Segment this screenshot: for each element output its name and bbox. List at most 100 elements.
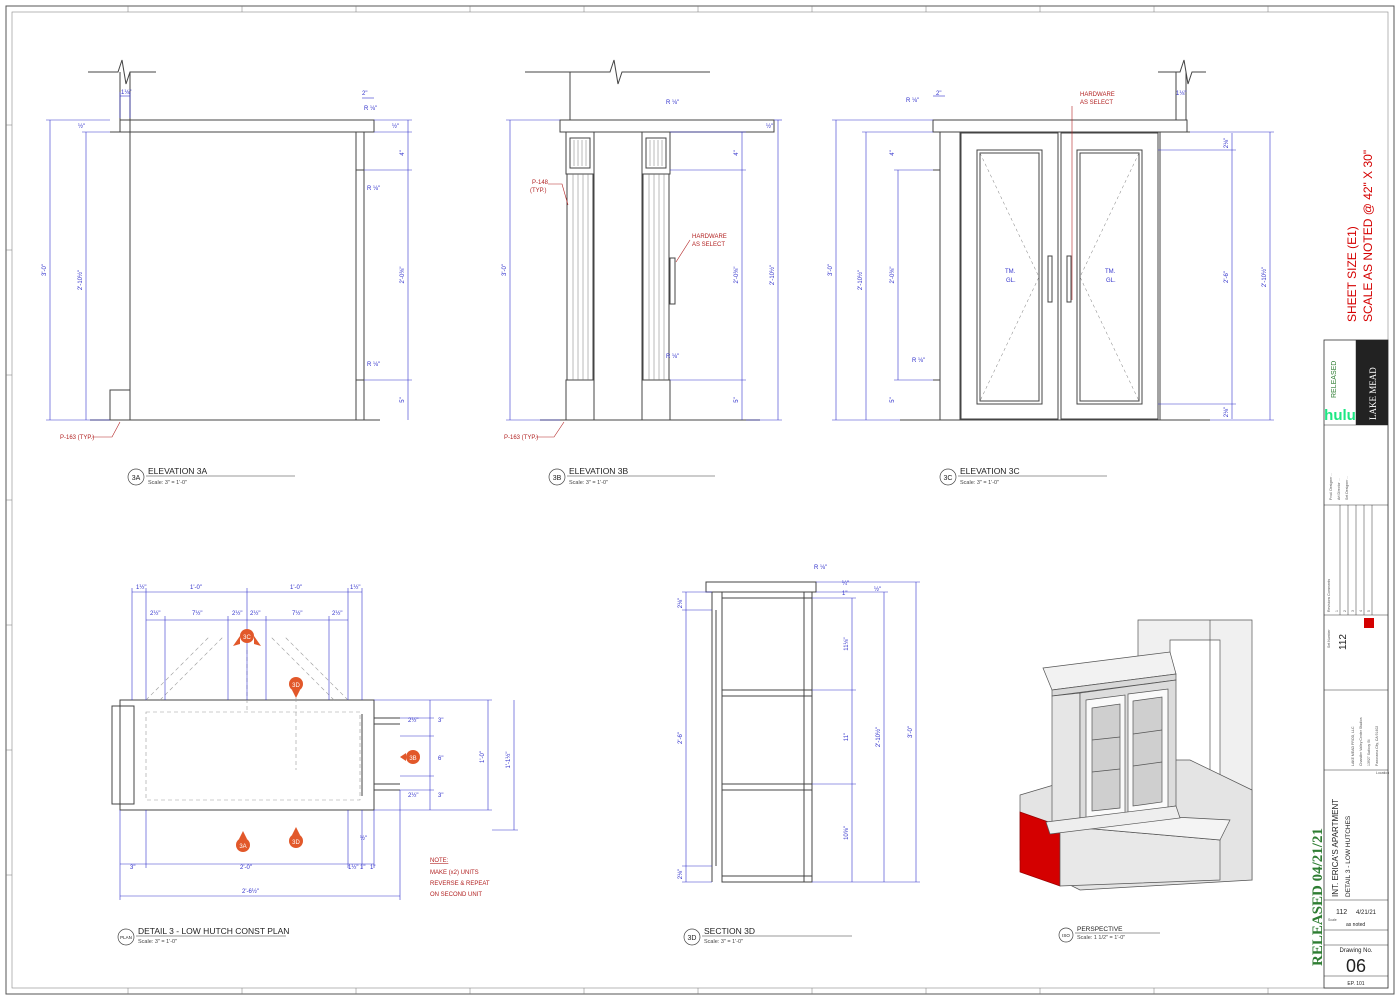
plan-sub-3: 2½" bbox=[232, 610, 242, 617]
plan-r-4: 3" bbox=[438, 793, 443, 799]
elevation-3b: 3'-0" 2'-10½" 2'-0⅜" 4" 5" ½" R ⅛" R ⅛" … bbox=[502, 59, 782, 486]
e3a-view-tag: 3A bbox=[132, 475, 141, 482]
e3b-leader-hw bbox=[675, 239, 691, 263]
plan-view-scale: Scale: 3" = 1'-0" bbox=[138, 939, 177, 945]
elevation-3a-linework bbox=[88, 59, 380, 421]
e3c-callout-hw-1: HARDWARE bbox=[1080, 92, 1115, 98]
tb-sheet-code: EP. 101 bbox=[1347, 981, 1364, 987]
tb-rev-3: 3 bbox=[1351, 610, 1355, 612]
elevation-3a-dimensions bbox=[46, 92, 412, 421]
e3b-rad-1: R ⅛" bbox=[666, 100, 679, 106]
sec-mid-2: 11" bbox=[844, 733, 850, 741]
tb-credit-3: Set Designer ... bbox=[1345, 476, 1349, 500]
tb-scale-label: Scale bbox=[1328, 918, 1337, 922]
plan-dimensions bbox=[119, 588, 518, 900]
plan-b-4: 1" bbox=[360, 865, 365, 871]
section-3d-linework bbox=[705, 581, 817, 883]
e3c-rad-1: R ⅛" bbox=[906, 98, 919, 104]
plan-b-2: 2'-0" bbox=[240, 865, 252, 871]
tb-drawing-label: Drawing No. bbox=[1339, 948, 1372, 954]
plan-marker-3c: 3C bbox=[233, 629, 261, 646]
plan-view-bubble bbox=[117, 928, 135, 946]
plan-marker-3b: 3B bbox=[400, 750, 420, 764]
perspective-hutch bbox=[1042, 651, 1181, 835]
e3a-dim-4: 4" bbox=[400, 150, 406, 155]
e3b-dim-top: ½" bbox=[766, 123, 773, 130]
e3c-glass-1a: TM. bbox=[1005, 269, 1016, 275]
e3b-view-tag: 3B bbox=[553, 475, 562, 482]
tb-rev-2: 2 bbox=[1343, 610, 1347, 612]
tb-rev-5: 5 bbox=[1367, 610, 1371, 612]
sec-mid-1: 11⅛" bbox=[844, 637, 850, 650]
plan-note-2: REVERSE & REPEAT bbox=[430, 881, 490, 887]
e3c-dim-inner-r: 2'-10½" bbox=[1261, 267, 1268, 287]
sec-view-tag: 3D bbox=[688, 935, 697, 942]
tb-rev-label: Revisions Comments bbox=[1327, 579, 1331, 612]
sec-left-2: 2'-6" bbox=[678, 732, 684, 744]
e3a-callout-p163: P-163 (TYP.) bbox=[60, 435, 94, 441]
tb-credit-1: Prod. Designer ... bbox=[1329, 473, 1333, 500]
elevation-3b-linework bbox=[525, 59, 775, 421]
plan-sub-5: 7½" bbox=[292, 610, 302, 617]
tb-prod-1: LAKE MEAD PROD, LLC bbox=[1351, 726, 1355, 766]
e3c-glass-1b: GL. bbox=[1006, 278, 1016, 284]
e3b-leader-p163 bbox=[536, 421, 565, 438]
e3c-dim-208: 2'-0⅜" bbox=[890, 267, 896, 284]
e3b-view-scale: Scale: 3" = 1'-0" bbox=[569, 480, 608, 486]
e3b-dim-5: 5" bbox=[734, 397, 740, 402]
e3a-dim-2: 2" bbox=[362, 91, 367, 97]
released-stamp: RELEASED 04/21/21 bbox=[1310, 828, 1326, 966]
e3b-dim-inner: 2'-10½" bbox=[769, 265, 776, 285]
plan-b-5: 1" bbox=[370, 865, 375, 871]
tb-location-label: Location bbox=[1376, 771, 1389, 775]
company-name: LAKE MEAD bbox=[1368, 367, 1378, 420]
tb-prod-3: 13927 Saticoy St bbox=[1367, 740, 1371, 766]
section-3d: 2⅛" 2'-6" 2⅛" 11⅛" 11" 10⅝" 2'-10½" 3'-0… bbox=[678, 565, 920, 946]
e3a-leader bbox=[92, 421, 121, 438]
tb-rev-4: 4 bbox=[1359, 610, 1363, 612]
plan-view: 1½" 1'-0" 1'-0" 1½" 2½" 7½" 2½" 2½" 7½" … bbox=[111, 584, 518, 946]
e3a-dim-overall: 3'-0" bbox=[42, 264, 48, 276]
plan-sub-6: 2½" bbox=[332, 610, 342, 617]
plan-hidden-lines bbox=[145, 635, 361, 801]
elevation-3a: 3'-0" 2'-10½" 2'-0⅜" 4" 5" ½" ½" 1⅛" 2" … bbox=[42, 59, 412, 486]
tb-set-no: 112 bbox=[1336, 909, 1347, 916]
tb-date: 4/21/21 bbox=[1356, 910, 1377, 916]
e3c-glass-2a: TM. bbox=[1105, 269, 1116, 275]
sec-view-title: SECTION 3D bbox=[704, 926, 755, 936]
e3c-view-title: ELEVATION 3C bbox=[960, 466, 1020, 476]
sec-rad: R ⅛" bbox=[814, 565, 827, 571]
plan-note-1: MAKE (x2) UNITS bbox=[430, 870, 479, 876]
e3c-dim-w: 1⅛" bbox=[1176, 91, 1186, 97]
tb-scale-val: as noted bbox=[1346, 922, 1365, 928]
plan-marker-3b-label: 3B bbox=[409, 756, 416, 762]
e3c-dim-5: 5" bbox=[890, 397, 896, 402]
plan-top-2: 1'-0" bbox=[190, 585, 202, 591]
elevation-3b-flutes bbox=[572, 140, 665, 380]
e3c-dim-overall: 3'-0" bbox=[828, 264, 834, 276]
tb-status: RELEASED bbox=[1331, 361, 1338, 398]
e3c-glass-2b: GL. bbox=[1106, 278, 1116, 284]
plan-view-tag: PLAN bbox=[120, 935, 132, 940]
sec-top-1: ½" bbox=[874, 586, 881, 593]
sec-right-2: 3'-0" bbox=[908, 726, 914, 738]
iso-view-tag: ISO bbox=[1062, 933, 1070, 938]
plan-sub-1: 2½" bbox=[150, 610, 160, 617]
e3b-callout-hw-1: HARDWARE bbox=[692, 234, 727, 240]
plan-b-3: 1½" bbox=[348, 864, 358, 871]
plan-note-3: ON SECOND UNIT bbox=[430, 892, 482, 898]
e3a-dim-5: 5" bbox=[400, 397, 406, 402]
e3a-view-title: ELEVATION 3A bbox=[148, 466, 208, 476]
plan-r-7: 1'-1½" bbox=[505, 752, 512, 769]
elevation-3c-linework bbox=[900, 59, 1210, 421]
e3b-dim-208: 2'-0⅜" bbox=[734, 267, 740, 284]
plan-linework bbox=[111, 699, 400, 811]
iso-view-bubble bbox=[1058, 927, 1074, 943]
e3c-dim-2: 2" bbox=[936, 91, 941, 97]
e3b-dim-4: 4" bbox=[734, 150, 740, 155]
plan-marker-3d-bot: 3D bbox=[289, 827, 303, 848]
e3c-view-bubble bbox=[939, 468, 957, 486]
plan-marker-3d-bot-label: 3D bbox=[292, 840, 300, 846]
plan-b-6: ½" bbox=[360, 835, 367, 842]
